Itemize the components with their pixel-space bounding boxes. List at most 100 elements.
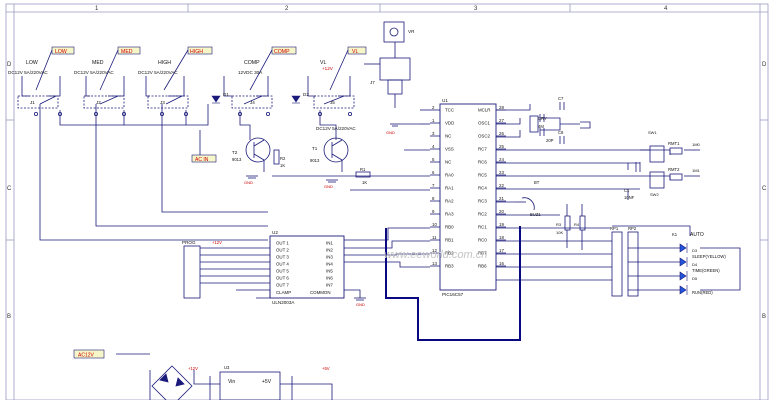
mcu-pin-number: 9 [432,209,435,214]
svg-text:AC12V: AC12V [78,353,95,359]
svg-text:AC IN: AC IN [195,157,209,163]
mcu-pin-number: 4 [432,144,435,149]
driver-input-label: IN7 [326,283,333,288]
watermark: www.eeworld.com.cn [384,249,487,261]
r2-value: 1K [280,163,285,168]
mcu-pin-label: RA1 [445,186,454,191]
c7-label: C7 [558,96,564,101]
regulator-u3 [219,371,281,400]
r4-label: R4 [574,222,580,227]
driver-output-label: OUT 7 [276,283,289,288]
vr-label: VR [408,29,415,34]
mcu-ref: U1 [442,98,448,103]
plus5v-bottom: +5V [322,366,330,371]
sm1-label: 1M0 [692,142,701,147]
header-vl: VL [320,60,326,66]
driver-output-label: OUT 5 [276,269,289,274]
mcu-pin-number: 1 [432,118,435,123]
mcu-pin-label: RC5 [478,173,487,178]
rp1-label: RP1 [610,226,619,231]
regulator-in: Vin [228,379,235,385]
mcu-pin-number: 3 [432,131,435,136]
driver-u2: U2 ULN2003A CLAMP COMMON [269,230,345,305]
mcu-pin-number: 27 [499,118,504,123]
driver-output-label: OUT 1 [276,241,289,246]
mcu-pin-number: 24 [499,157,504,162]
d4-label: D4 [692,262,698,267]
bridge-rectifier [151,365,193,400]
buzzer-label: BUZ1 [530,212,541,217]
mcu-pin-label: OSC2 [478,134,491,139]
time-label: TIME(GREEN) [692,268,720,273]
mcu-pin-label: RC4 [478,186,487,191]
relay-j3 [147,95,189,117]
mcu-pin-label: RC3 [478,199,487,204]
driver-input-label: IN6 [326,276,333,281]
diode-d2-label: D2 [303,92,309,97]
r1-label: R1 [360,167,366,172]
c8-label: C8 [558,130,564,135]
sleep-label: SLEEP(YELLOW) [692,254,726,259]
driver-input-label: IN4 [326,262,333,267]
relay-name: J4 [250,100,255,105]
mcu-pin-label: RC6 [478,160,487,165]
mcu-pin-label: RC1 [478,225,487,230]
mcu-pin-number: 19 [499,222,504,227]
mcu-pin-number: 2 [432,105,435,110]
plus12v-bottom: +12V [188,366,198,371]
mcu-pin-label: TCC [445,108,454,113]
mcu-pin-label: RB6 [478,264,487,269]
mcu-pin-label: RA2 [445,199,454,204]
mcu-pin-label: OSC1 [478,121,491,126]
driver-clamp: CLAMP [276,290,291,295]
mcu-pin-number: 16 [499,261,504,266]
regulator-ref: U3 [224,365,230,370]
k1-label: K1 [672,232,678,237]
mcu-pin-label: NC [445,134,451,139]
mcu-pin-label: RB3 [445,264,454,269]
mcu-pin-number: 26 [499,131,504,136]
relay-names: J1 J2 J3 J4 J5 [30,100,335,105]
top-port-flags: LOW MED HIGH COMP VL [35,46,367,91]
vr-plus-label: +12V [322,66,334,71]
driver-input-label: IN3 [326,255,333,260]
port-low: LOW [35,46,75,91]
diode-d2 [291,95,301,104]
frame [5,3,769,400]
port-med: MED [99,46,141,91]
t2-label: T2 [232,150,238,155]
mcu-pin-label: RB0 [445,225,454,230]
mcu-pin-number: 28 [499,105,504,110]
relays [17,95,355,117]
regulator-out: +5V [262,379,272,385]
svg-text:COMP: COMP [274,49,290,55]
port-comp: COMP [249,46,297,91]
prog-header [183,245,201,299]
col-label: 4 [664,6,668,12]
relay-j1 [17,95,63,117]
svg-text:VL: VL [352,49,358,55]
prog-label: PROG [182,240,196,245]
relay-rating: DC12V 5A/220VAC [316,126,356,131]
c-value: 20P [546,138,554,143]
mcu-pin-number: 17 [499,248,504,253]
relay-rating: DC12V 5A/220VAC [8,70,48,75]
mcu-pin-number: 8 [432,196,435,201]
sw2-label: SW2 [650,192,659,197]
relay-rating: DC12V 5A/220VAC [138,70,178,75]
sm2-label: 1M1 [692,168,701,173]
mcu-pin-number: 7 [432,183,435,188]
header-med: MED [92,60,104,66]
r3-label: R3 [556,222,562,227]
mcu-pin-number: 6 [432,170,435,175]
mcu-pin-label: MCLR [478,108,490,113]
relay-name: J5 [330,100,335,105]
row-label: C [7,186,12,192]
row-label: D [762,62,767,68]
gnd-label: GND [324,184,333,189]
rp2-label: RP2 [628,226,637,231]
crystal-network [529,102,591,144]
sw1-label: SW1 [648,130,657,135]
